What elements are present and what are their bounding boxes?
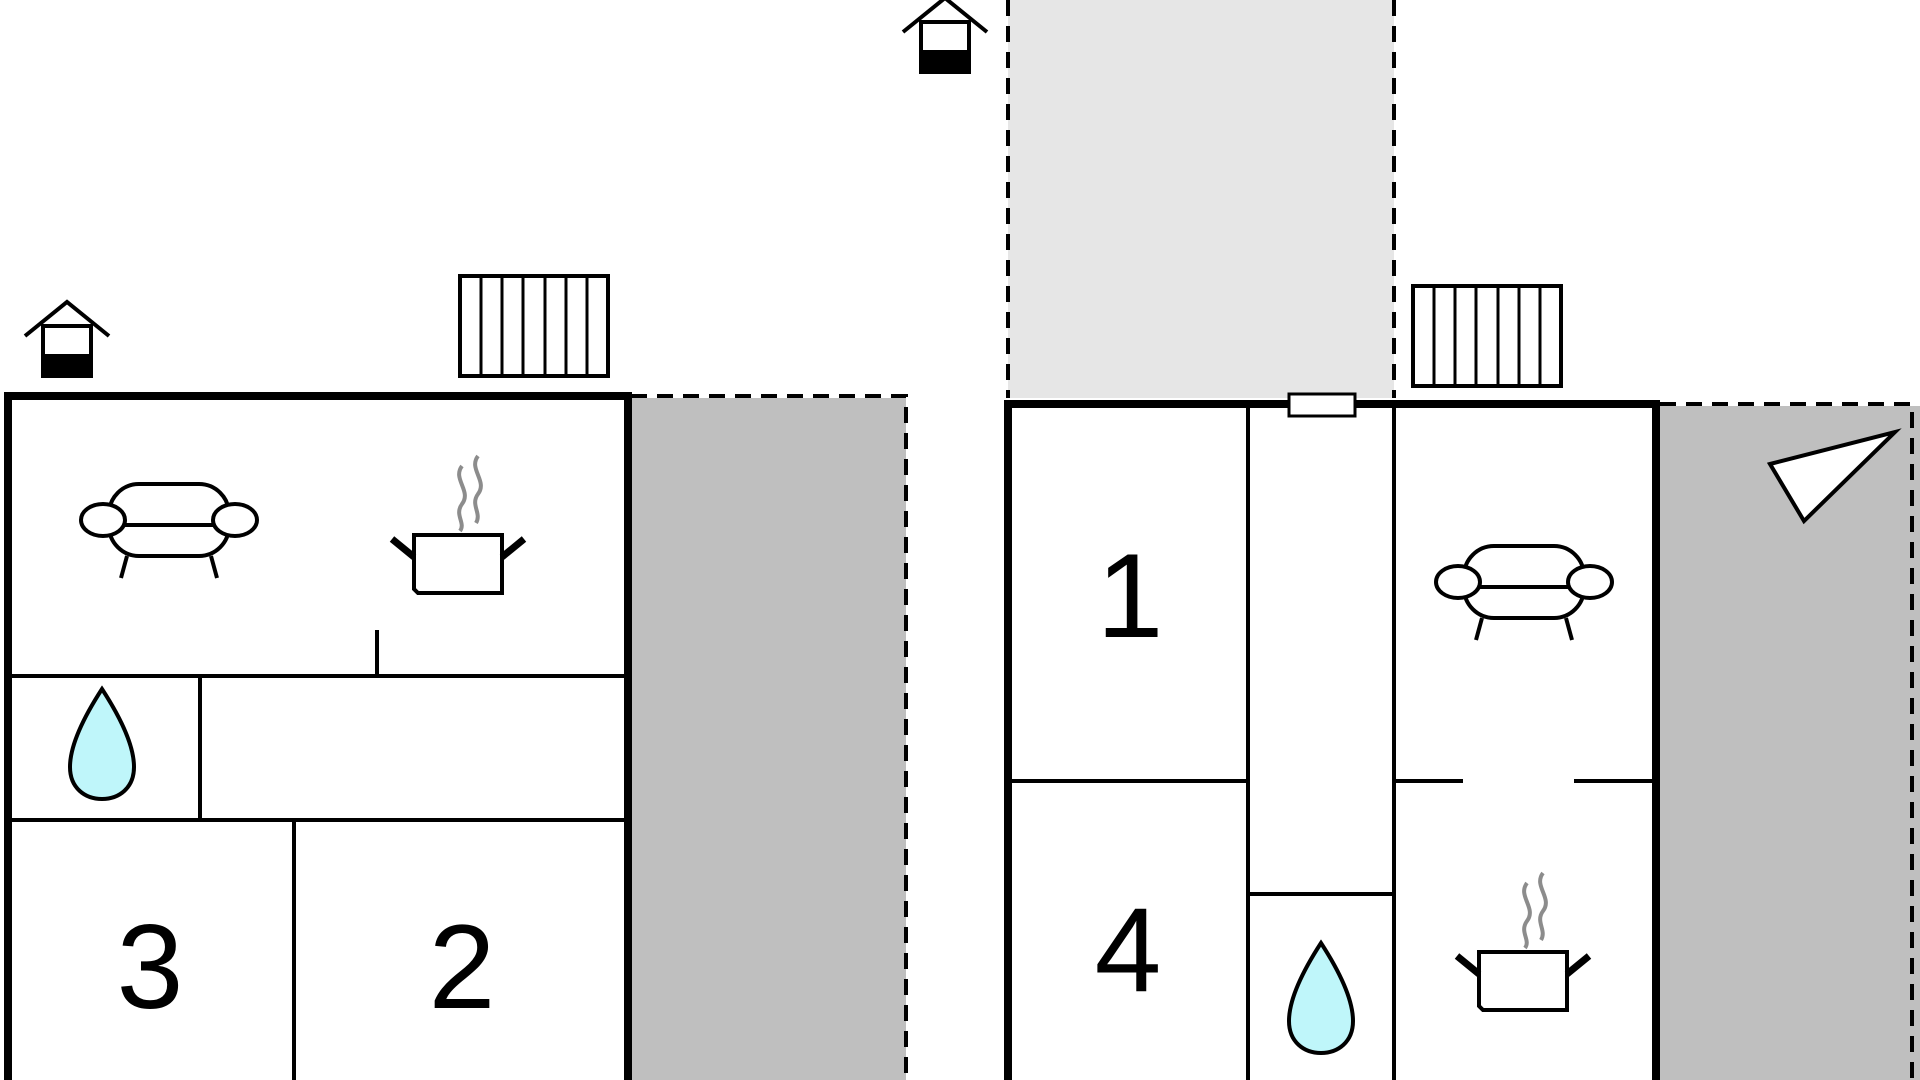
bathroom-drop-icon — [68, 687, 136, 801]
left-unit: 3 2 — [4, 274, 908, 1080]
right-carport — [1008, 0, 1394, 398]
fence-icon — [458, 274, 610, 378]
left-terrace — [631, 398, 906, 1080]
left-exterior-wall — [4, 392, 632, 1080]
compass-icon — [1766, 428, 1902, 525]
right-interior-walls — [1012, 408, 1652, 1080]
entrance-icon — [23, 300, 111, 378]
bathroom-drop-icon — [1287, 941, 1355, 1055]
right-unit: 1 4 — [901, 0, 1920, 1080]
sofa-icon — [79, 482, 259, 580]
entrance-icon — [901, 0, 989, 74]
right-terrace — [1660, 406, 1920, 1080]
sofa-icon — [1434, 544, 1614, 642]
right-entrance-door — [1287, 392, 1357, 418]
room-number-2: 2 — [429, 900, 496, 1034]
room-number-4: 4 — [1095, 883, 1162, 1017]
cooking-pot-icon — [392, 456, 524, 593]
room-number-1: 1 — [1097, 529, 1164, 663]
room-number-3: 3 — [117, 900, 184, 1034]
fence-icon — [1411, 284, 1563, 388]
right-terrace-outline — [1660, 402, 1914, 1080]
cooking-pot-icon — [1457, 873, 1589, 1010]
left-terrace-outline — [631, 394, 908, 1080]
left-interior-walls — [8, 630, 628, 1080]
